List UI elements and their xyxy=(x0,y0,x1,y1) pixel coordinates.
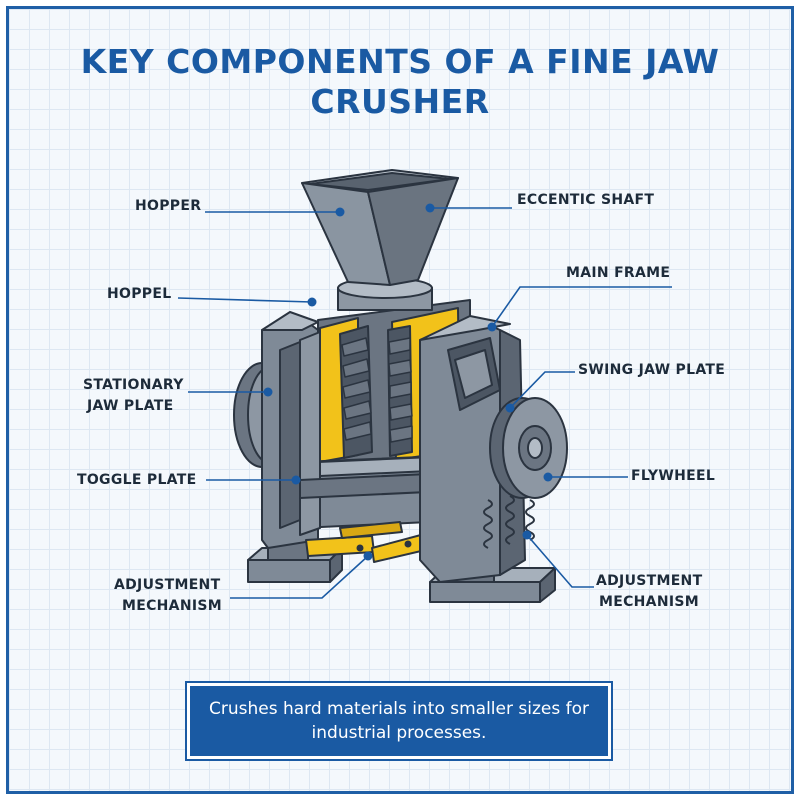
label-hoppel: HOPPEL xyxy=(107,286,171,302)
jaw-crusher-illustration xyxy=(233,169,568,603)
label-adjustment-right-line2: MECHANISM xyxy=(599,594,699,610)
leader-dots xyxy=(263,203,553,561)
right-side-frame xyxy=(419,315,526,583)
toggle-plates xyxy=(305,521,435,563)
label-eccentric-shaft: ECCENTIC SHAFT xyxy=(517,192,654,208)
right-flywheel xyxy=(489,397,568,499)
hopper xyxy=(301,169,459,286)
caption-text: Crushes hard materials into smaller size… xyxy=(209,699,589,743)
label-stationary-jaw-line2: JAW PLATE xyxy=(86,398,173,414)
adjustment-springs xyxy=(483,495,535,549)
label-hopper: HOPPER xyxy=(135,198,201,214)
stationary-jaw-plate xyxy=(319,317,373,463)
leader-lines xyxy=(177,207,672,599)
label-adjustment-left-line1: ADJUSTMENT xyxy=(114,577,221,593)
label-adjustment-right-line1: ADJUSTMENT xyxy=(596,573,703,589)
caption-box: Crushes hard materials into smaller size… xyxy=(185,681,613,761)
page-title: KEY COMPONENTS OF A FINE JAW CRUSHER xyxy=(80,42,720,121)
label-flywheel: FLYWHEEL xyxy=(631,468,715,484)
label-adjustment-left-line2: MECHANISM xyxy=(122,598,222,614)
label-main-frame: MAIN FRAME xyxy=(566,265,670,281)
label-swing-jaw-plate: SWING JAW PLATE xyxy=(578,362,725,378)
label-toggle-plate: TOGGLE PLATE xyxy=(77,472,196,488)
label-stationary-jaw-line1: STATIONARY xyxy=(83,377,184,393)
